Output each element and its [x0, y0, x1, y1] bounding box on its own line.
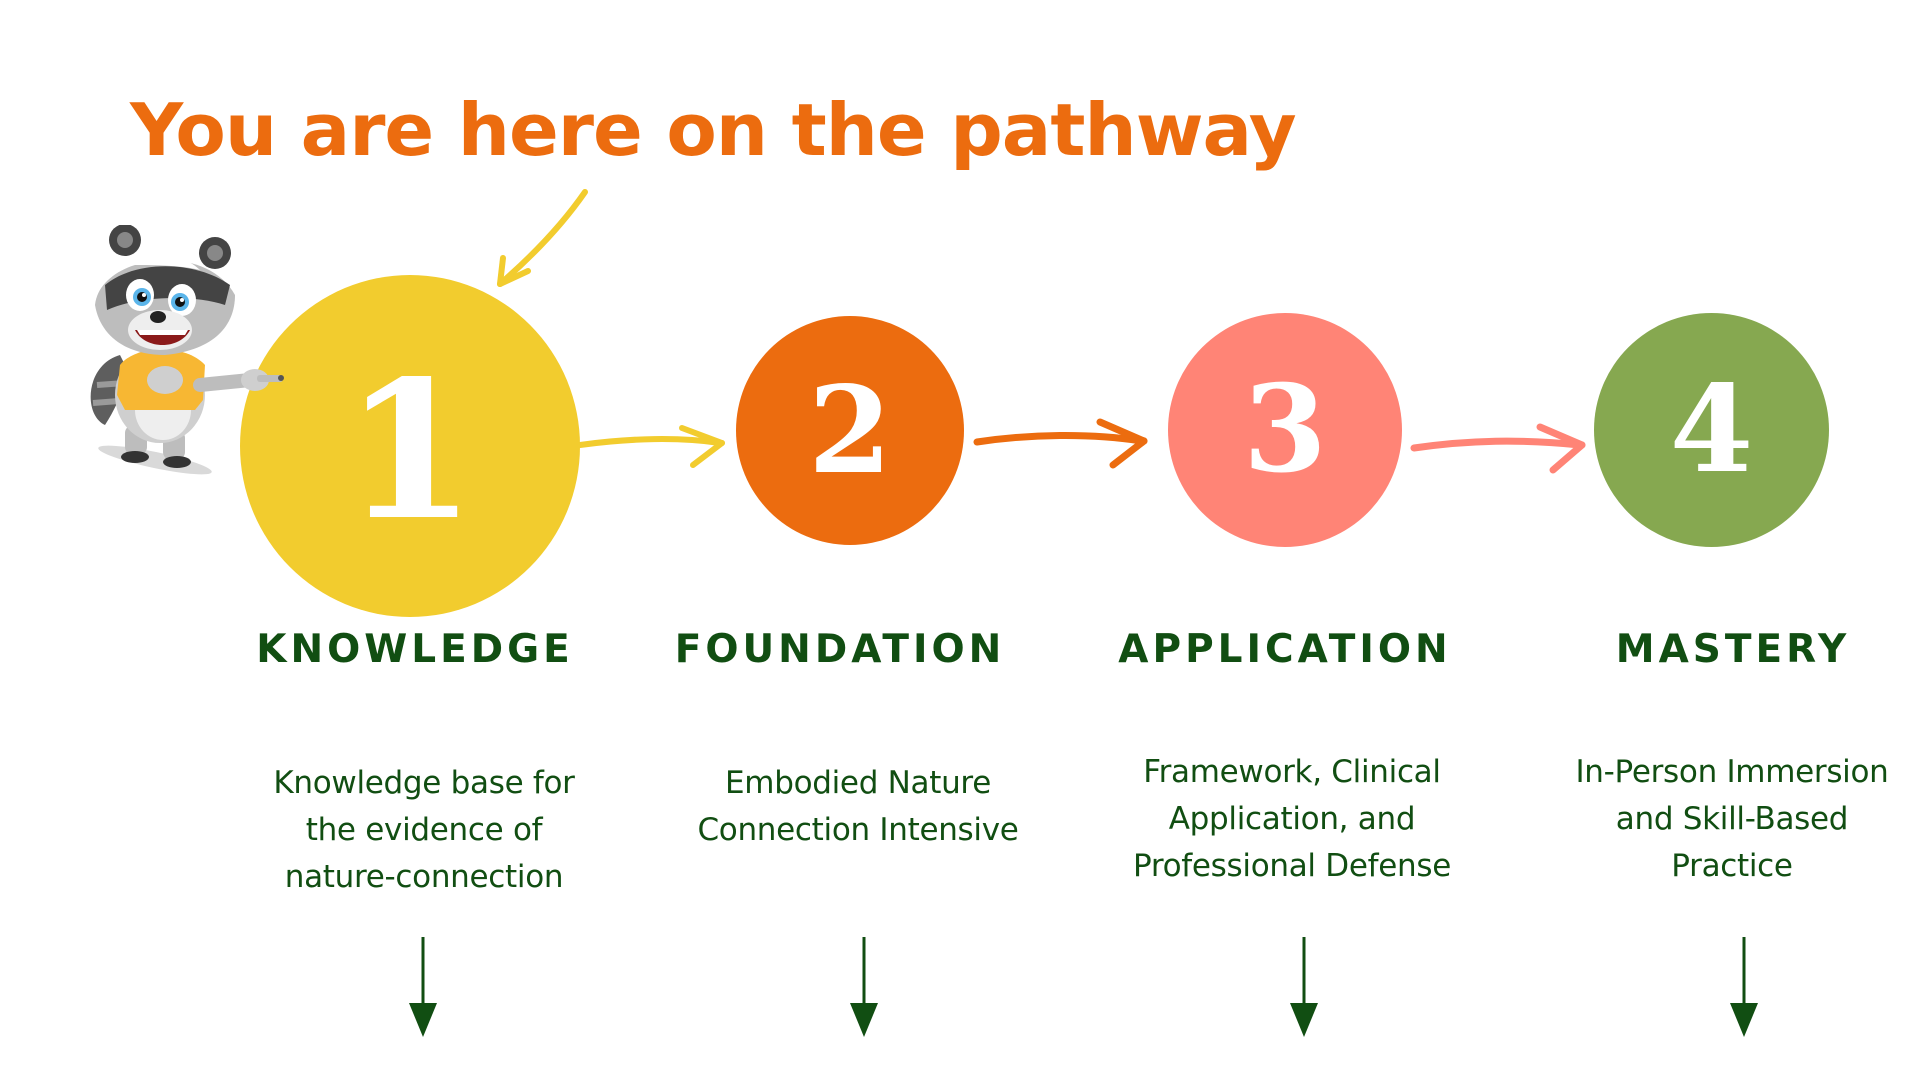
step-description-4: In-Person Immersion and Skill-Based Prac… — [1532, 749, 1920, 890]
step-circle-1[interactable]: 1 — [240, 275, 580, 617]
step-number-3: 3 — [1243, 359, 1327, 500]
connector-arrow-2-3 — [973, 418, 1148, 469]
description-line: Practice — [1671, 848, 1793, 884]
description-line: Professional Defense — [1133, 848, 1451, 884]
step-heading-2: FOUNDATION — [674, 627, 1006, 672]
connector-arrow-3-4 — [1410, 423, 1586, 474]
description-line: the evidence of — [305, 812, 543, 848]
page-title: You are here on the pathway — [130, 88, 1297, 172]
down-arrow-3 — [1290, 937, 1318, 1037]
connector-arrow-1-2 — [577, 425, 725, 468]
step-description-1: Knowledge base for the evidence of natur… — [224, 760, 624, 901]
down-arrow-2 — [850, 937, 878, 1037]
you-are-here-arrow — [497, 189, 588, 287]
step-number-1: 1 — [343, 339, 477, 562]
description-line: nature-connection — [284, 859, 564, 895]
step-number-4: 4 — [1669, 359, 1754, 500]
down-arrow-1 — [409, 937, 437, 1037]
description-line: Application, and — [1168, 801, 1416, 837]
description-line: Framework, Clinical — [1143, 754, 1441, 790]
description-line: Embodied Nature — [725, 765, 991, 801]
step-number-2: 2 — [808, 359, 892, 501]
step-circle-2[interactable]: 2 — [736, 316, 964, 545]
down-arrow-4 — [1730, 937, 1758, 1037]
step-circle-4[interactable]: 4 — [1594, 313, 1829, 547]
description-line: Knowledge base for — [273, 765, 575, 801]
description-line: In-Person Immersion — [1575, 754, 1889, 790]
step-description-2: Embodied Nature Connection Intensive — [658, 760, 1058, 854]
step-heading-4: MASTERY — [1615, 627, 1851, 672]
step-circle-3[interactable]: 3 — [1168, 313, 1402, 547]
step-heading-3: APPLICATION — [1118, 627, 1452, 672]
raccoon-mascot-icon — [90, 225, 284, 475]
description-line: Connection Intensive — [697, 812, 1019, 848]
step-heading-1: KNOWLEDGE — [256, 627, 574, 672]
step-description-3: Framework, Clinical Application, and Pro… — [1092, 749, 1492, 890]
description-line: and Skill-Based — [1615, 801, 1849, 837]
